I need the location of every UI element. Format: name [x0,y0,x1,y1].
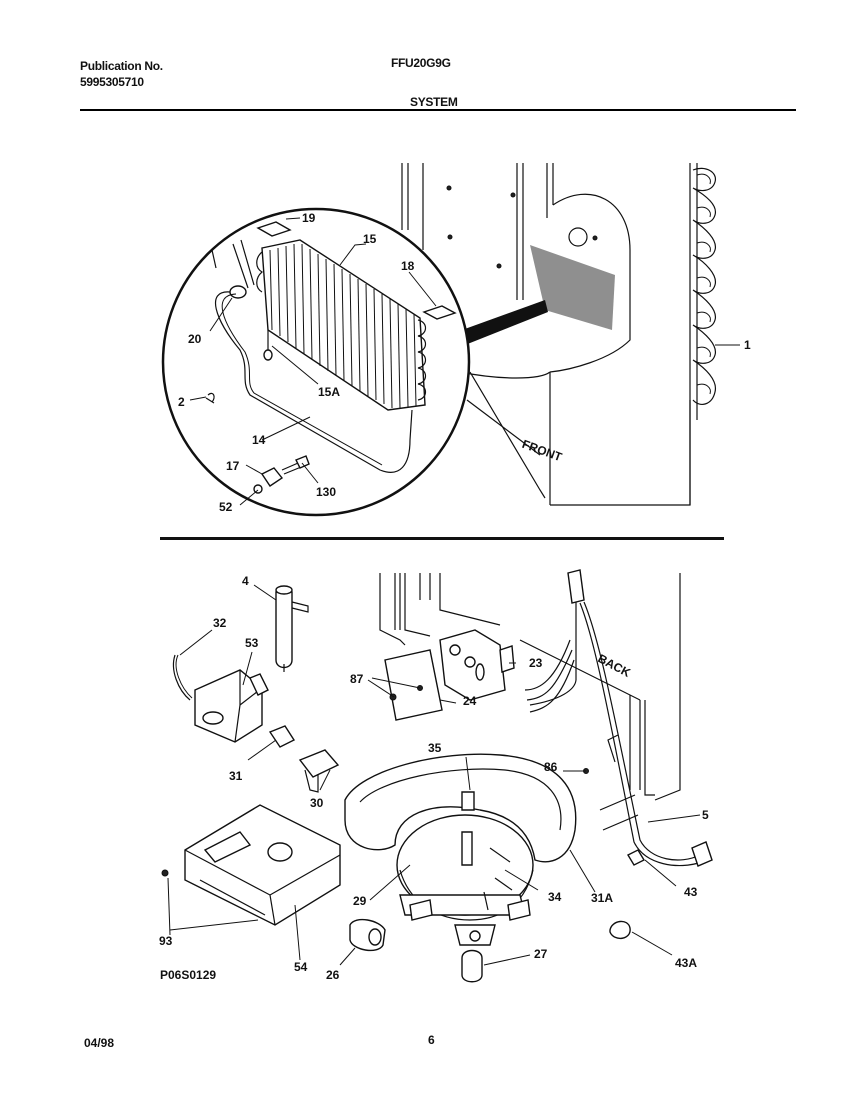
thermostat-20 [229,285,247,299]
callout-86: 86 [544,760,558,774]
callout-24: 24 [463,694,477,708]
clip-2 [205,392,215,404]
callout-31a: 31A [591,891,613,905]
relay-23-bracket-24 [384,629,515,721]
callout-18: 18 [401,259,415,273]
callout-31: 31 [229,769,243,783]
pad-19 [256,221,292,237]
bracket-17 [260,467,284,487]
top-leaders [189,217,740,506]
model-number: FFU20G9G [391,56,451,70]
callout-32: 32 [213,616,227,630]
callout-5: 5 [702,808,709,822]
control-box-54 [184,804,341,926]
grommet-27 [461,949,483,983]
cabinet-back [379,573,681,801]
header-rule [80,109,796,111]
washer-52 [253,484,263,494]
callout-27: 27 [534,947,548,961]
section-title: SYSTEM [410,95,458,109]
wire-32 [172,654,191,701]
callout-15: 15 [363,232,377,246]
section-divider [160,537,724,540]
callout-20: 20 [188,332,202,346]
relay-53 [194,669,269,743]
callout-30: 30 [310,796,324,810]
callout-53: 53 [245,636,259,650]
callout-43a: 43A [675,956,697,970]
back-label: BACK [596,651,633,680]
publication-number: 5995305710 [80,75,144,89]
callout-52: 52 [219,500,233,514]
callout-34: 34 [548,890,562,904]
footer-date: 04/98 [84,1036,114,1050]
callout-35: 35 [428,741,442,755]
callout-4: 4 [242,574,249,588]
callout-93: 93 [159,934,173,948]
cabinet-outline [401,163,698,506]
sensor-lead [211,249,217,269]
callout-29: 29 [353,894,367,908]
cover-30 [298,749,340,778]
drain-tube-14 [214,291,413,473]
callout-17: 17 [226,459,240,473]
callout-1: 1 [744,338,751,352]
part-4-cylinder [275,585,309,672]
condenser-coil [692,167,717,406]
overload-31 [268,725,296,748]
front-label: FRONT [520,437,564,465]
callout-2: 2 [178,395,185,409]
callout-15a: 15A [318,385,340,399]
callout-14: 14 [252,433,266,447]
wire-leads [232,239,255,289]
screw-93 [161,869,169,877]
page-number: 6 [428,1033,435,1047]
callout-19: 19 [302,211,316,225]
callout-130: 130 [316,485,336,499]
figure-code: P06S0129 [160,968,216,982]
pad-18 [422,305,457,320]
callout-54: 54 [294,960,308,974]
clip-43 [627,849,645,866]
callout-23: 23 [529,656,543,670]
bottom-leaders [167,584,701,966]
callout-87: 87 [350,672,364,686]
callout-43: 43 [684,885,698,899]
wiring-harness [524,569,713,867]
compressor [344,753,577,946]
callout-26: 26 [326,968,340,982]
publication-label: Publication No. [80,59,163,73]
clamp-43A [609,920,631,939]
